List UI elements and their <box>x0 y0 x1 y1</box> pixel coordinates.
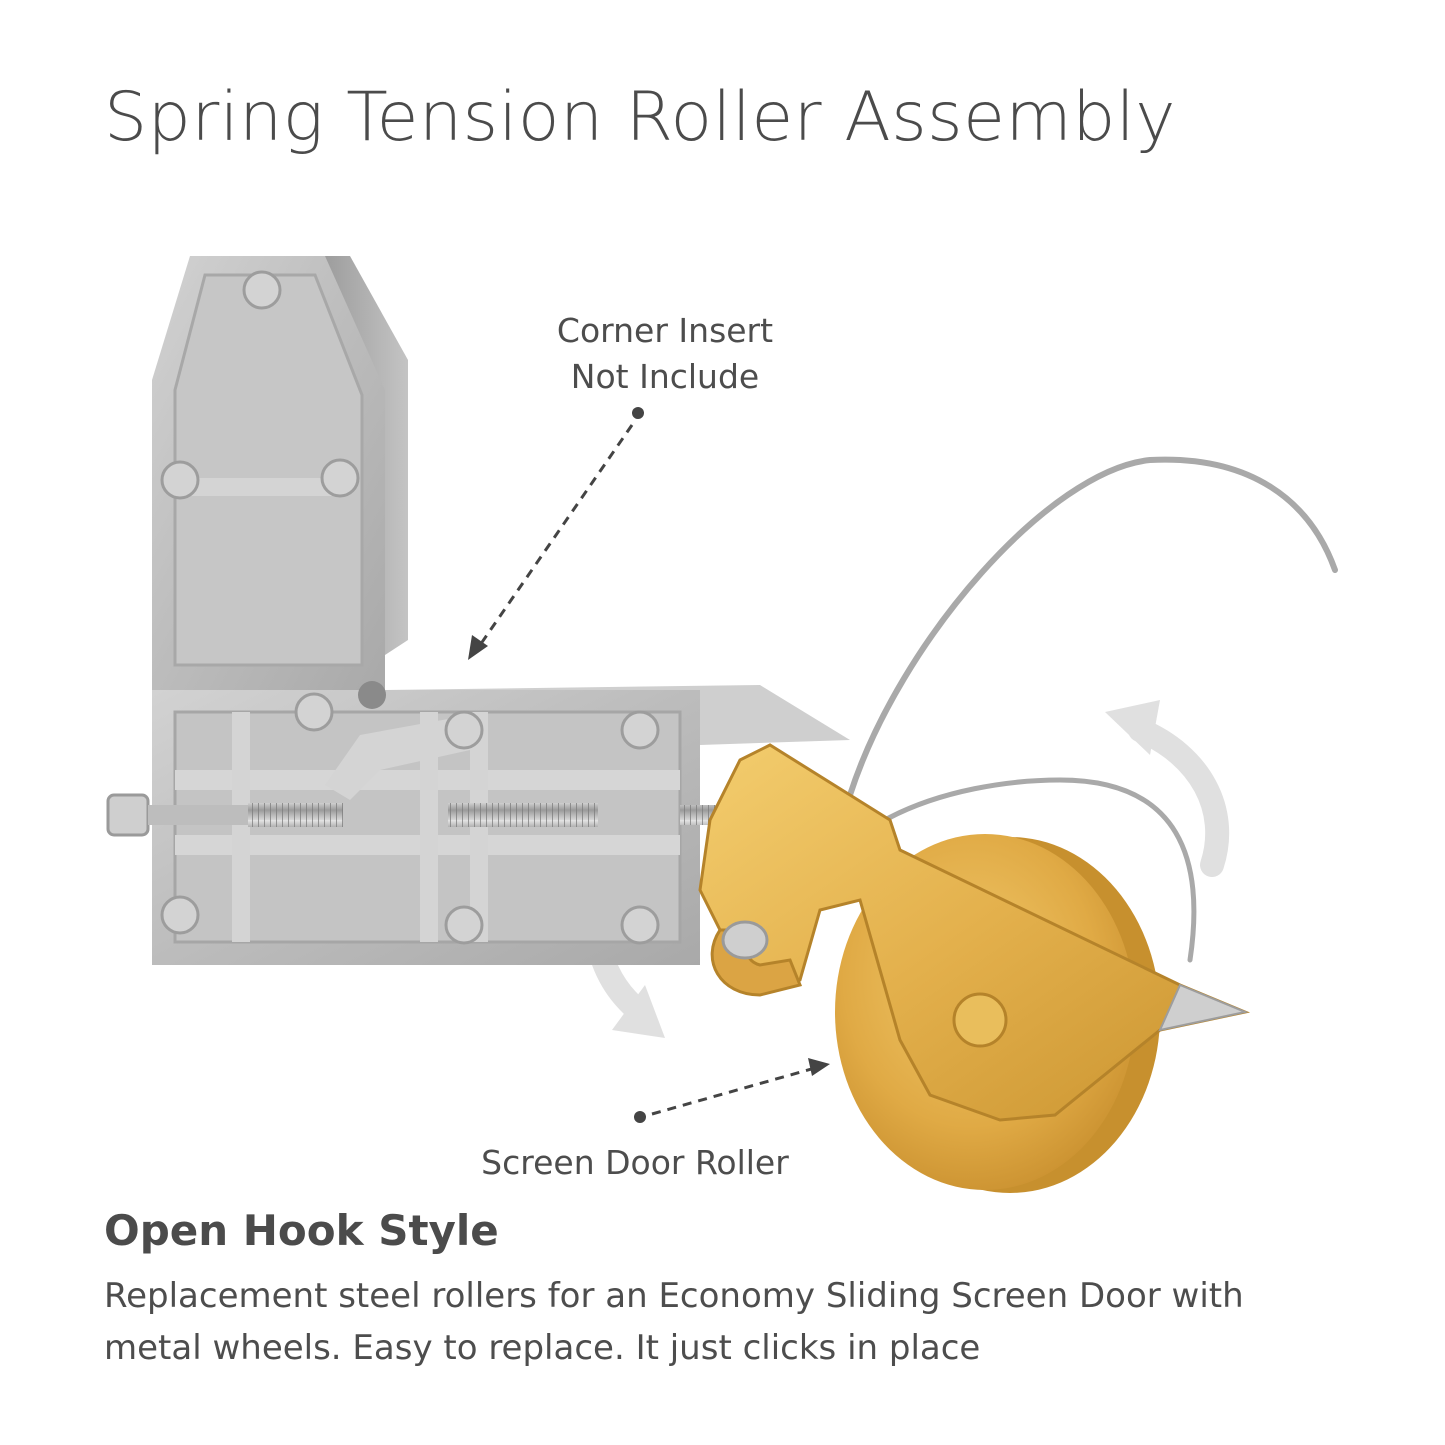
tension-screw <box>106 793 725 837</box>
spring-wire <box>847 456 1338 798</box>
callout-corner-line2: Not Include <box>570 357 760 396</box>
section-subtitle: Open Hook Style <box>104 1206 499 1255</box>
rotate-arrow-icon <box>1105 700 1230 877</box>
callout-leader-roller <box>634 1058 830 1123</box>
callout-leader-corner <box>468 407 644 660</box>
page-title: Spring Tension Roller Assembly <box>104 78 1176 157</box>
corner-insert <box>152 256 850 965</box>
product-description: Replacement steel rollers for an Economy… <box>104 1276 1244 1368</box>
callout-corner-insert: Corner Insert Not Include <box>520 308 810 400</box>
callout-screen-door-roller: Screen Door Roller <box>481 1143 789 1182</box>
callout-corner-line1: Corner Insert <box>556 311 774 350</box>
roller-bracket <box>698 743 1251 1122</box>
